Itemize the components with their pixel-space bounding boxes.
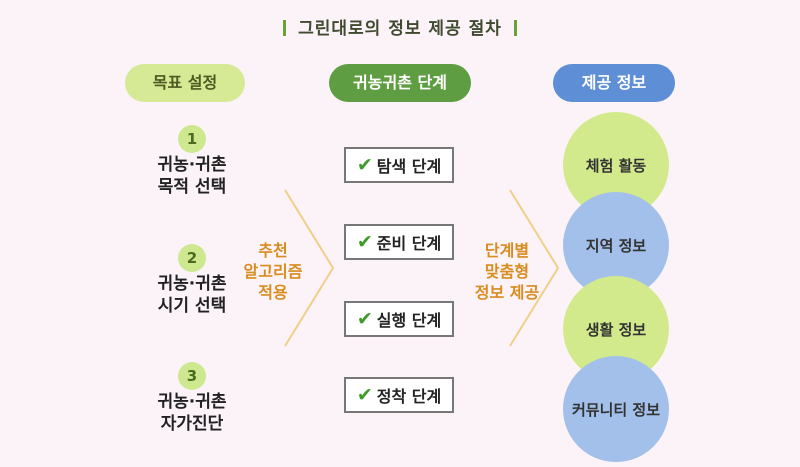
chevron-arrow-right xyxy=(509,189,560,347)
header-stage: 귀농귀촌 단계 xyxy=(329,64,471,102)
goal-3-line1: 귀농·귀촌 xyxy=(157,392,227,412)
title-bar-right xyxy=(513,20,517,36)
goal-3-line2: 자가진단 xyxy=(160,414,224,434)
stage-label-prepare: 준비 단계 xyxy=(376,234,442,253)
custom-line2: 맞춤형 xyxy=(484,262,530,281)
stage-box-settle: ✔정착 단계 xyxy=(344,377,454,413)
check-icon: ✔ xyxy=(356,308,373,330)
goal-item-2: 귀농·귀촌 시기 선택 xyxy=(127,273,257,317)
goal-2-line1: 귀농·귀촌 xyxy=(157,274,227,294)
stage-box-execute: ✔실행 단계 xyxy=(344,301,454,337)
header-info: 제공 정보 xyxy=(553,64,675,102)
stage-label-settle: 정착 단계 xyxy=(376,387,442,406)
title-text: 그린대로의 정보 제공 절차 xyxy=(298,19,502,39)
title-bar-left xyxy=(283,20,287,36)
goal-number-3: 3 xyxy=(178,362,206,390)
goal-number-2: 2 xyxy=(178,244,206,272)
info-circle-community: 커뮤니티 정보 xyxy=(563,356,669,462)
stage-box-prepare: ✔준비 단계 xyxy=(344,224,454,260)
goal-number-1: 1 xyxy=(178,125,206,153)
stage-box-explore: ✔탐색 단계 xyxy=(344,147,454,183)
stage-label-execute: 실행 단계 xyxy=(376,311,442,330)
algorithm-line3: 적용 xyxy=(258,283,288,302)
goal-item-1: 귀농·귀촌 목적 선택 xyxy=(127,154,257,198)
check-icon: ✔ xyxy=(356,154,373,176)
goal-2-line2: 시기 선택 xyxy=(157,296,227,316)
check-icon: ✔ xyxy=(356,231,373,253)
check-icon: ✔ xyxy=(356,384,373,406)
diagram-title: 그린대로의 정보 제공 절차 xyxy=(0,14,800,39)
custom-line1: 단계별 xyxy=(484,241,530,260)
goal-1-line2: 목적 선택 xyxy=(157,177,227,197)
custom-info-label: 단계별 맞춤형 정보 제공 xyxy=(462,240,552,303)
custom-line3: 정보 제공 xyxy=(474,283,540,302)
algorithm-line1: 추천 xyxy=(258,241,288,260)
goal-1-line1: 귀농·귀촌 xyxy=(157,155,227,175)
algorithm-label: 추천 알고리즘 적용 xyxy=(232,240,314,303)
goal-item-3: 귀농·귀촌 자가진단 xyxy=(127,391,257,435)
chevron-arrow-left xyxy=(284,189,335,347)
algorithm-line2: 알고리즘 xyxy=(243,262,303,281)
stage-label-explore: 탐색 단계 xyxy=(376,157,442,176)
header-goal: 목표 설정 xyxy=(125,64,245,102)
